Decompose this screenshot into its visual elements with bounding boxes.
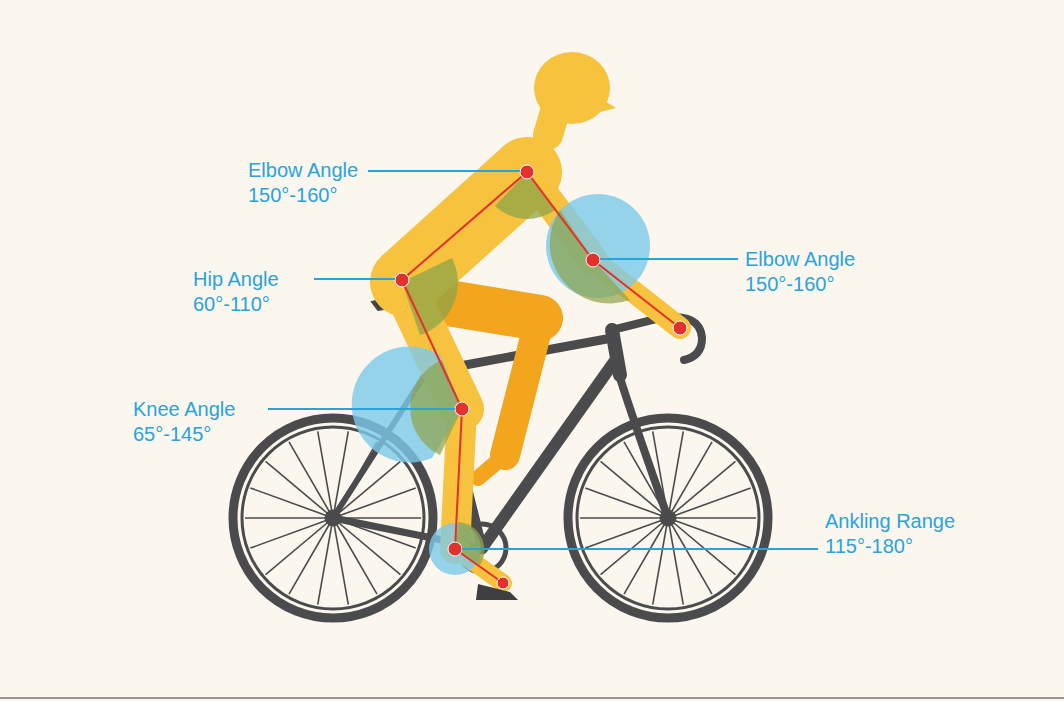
spoke <box>333 518 348 605</box>
spoke <box>668 518 751 548</box>
joint-skeleton <box>402 172 680 583</box>
bottom-rule <box>0 698 1064 699</box>
spoke <box>668 518 735 575</box>
angle-name: Ankling Range <box>825 510 955 532</box>
spoke <box>668 488 751 518</box>
rider-body <box>402 95 680 583</box>
spoke <box>668 518 683 605</box>
spoke <box>250 488 333 518</box>
rider-nose <box>600 98 616 112</box>
spoke <box>266 518 333 575</box>
spoke <box>601 518 668 575</box>
angle-name: Elbow Angle <box>745 248 855 270</box>
angle-range: 115°-180° <box>825 535 913 557</box>
spoke <box>668 517 756 519</box>
angle-range: 150°-160° <box>745 273 834 295</box>
spoke <box>289 518 333 594</box>
spoke <box>266 461 333 518</box>
angle-wedges <box>352 172 650 575</box>
shoe <box>476 584 518 600</box>
spoke <box>318 431 333 518</box>
spoke <box>250 518 333 548</box>
spoke <box>245 517 333 519</box>
spoke <box>580 517 668 519</box>
angle-name: Hip Angle <box>193 268 279 290</box>
joint-dots <box>395 165 687 589</box>
angle-range: 65°-145° <box>133 423 211 445</box>
angle-name: Knee Angle <box>133 398 235 420</box>
rider-head <box>534 52 610 124</box>
angle-range: 60°-110° <box>193 293 270 315</box>
angle-name: Elbow Angle <box>248 159 358 181</box>
leader-lines <box>268 171 818 549</box>
bike-frame <box>333 296 702 572</box>
spoke <box>624 518 668 594</box>
angle-range: 150°-160° <box>248 184 337 206</box>
spoke <box>668 461 735 518</box>
spoke <box>668 442 712 518</box>
spoke <box>585 518 668 548</box>
